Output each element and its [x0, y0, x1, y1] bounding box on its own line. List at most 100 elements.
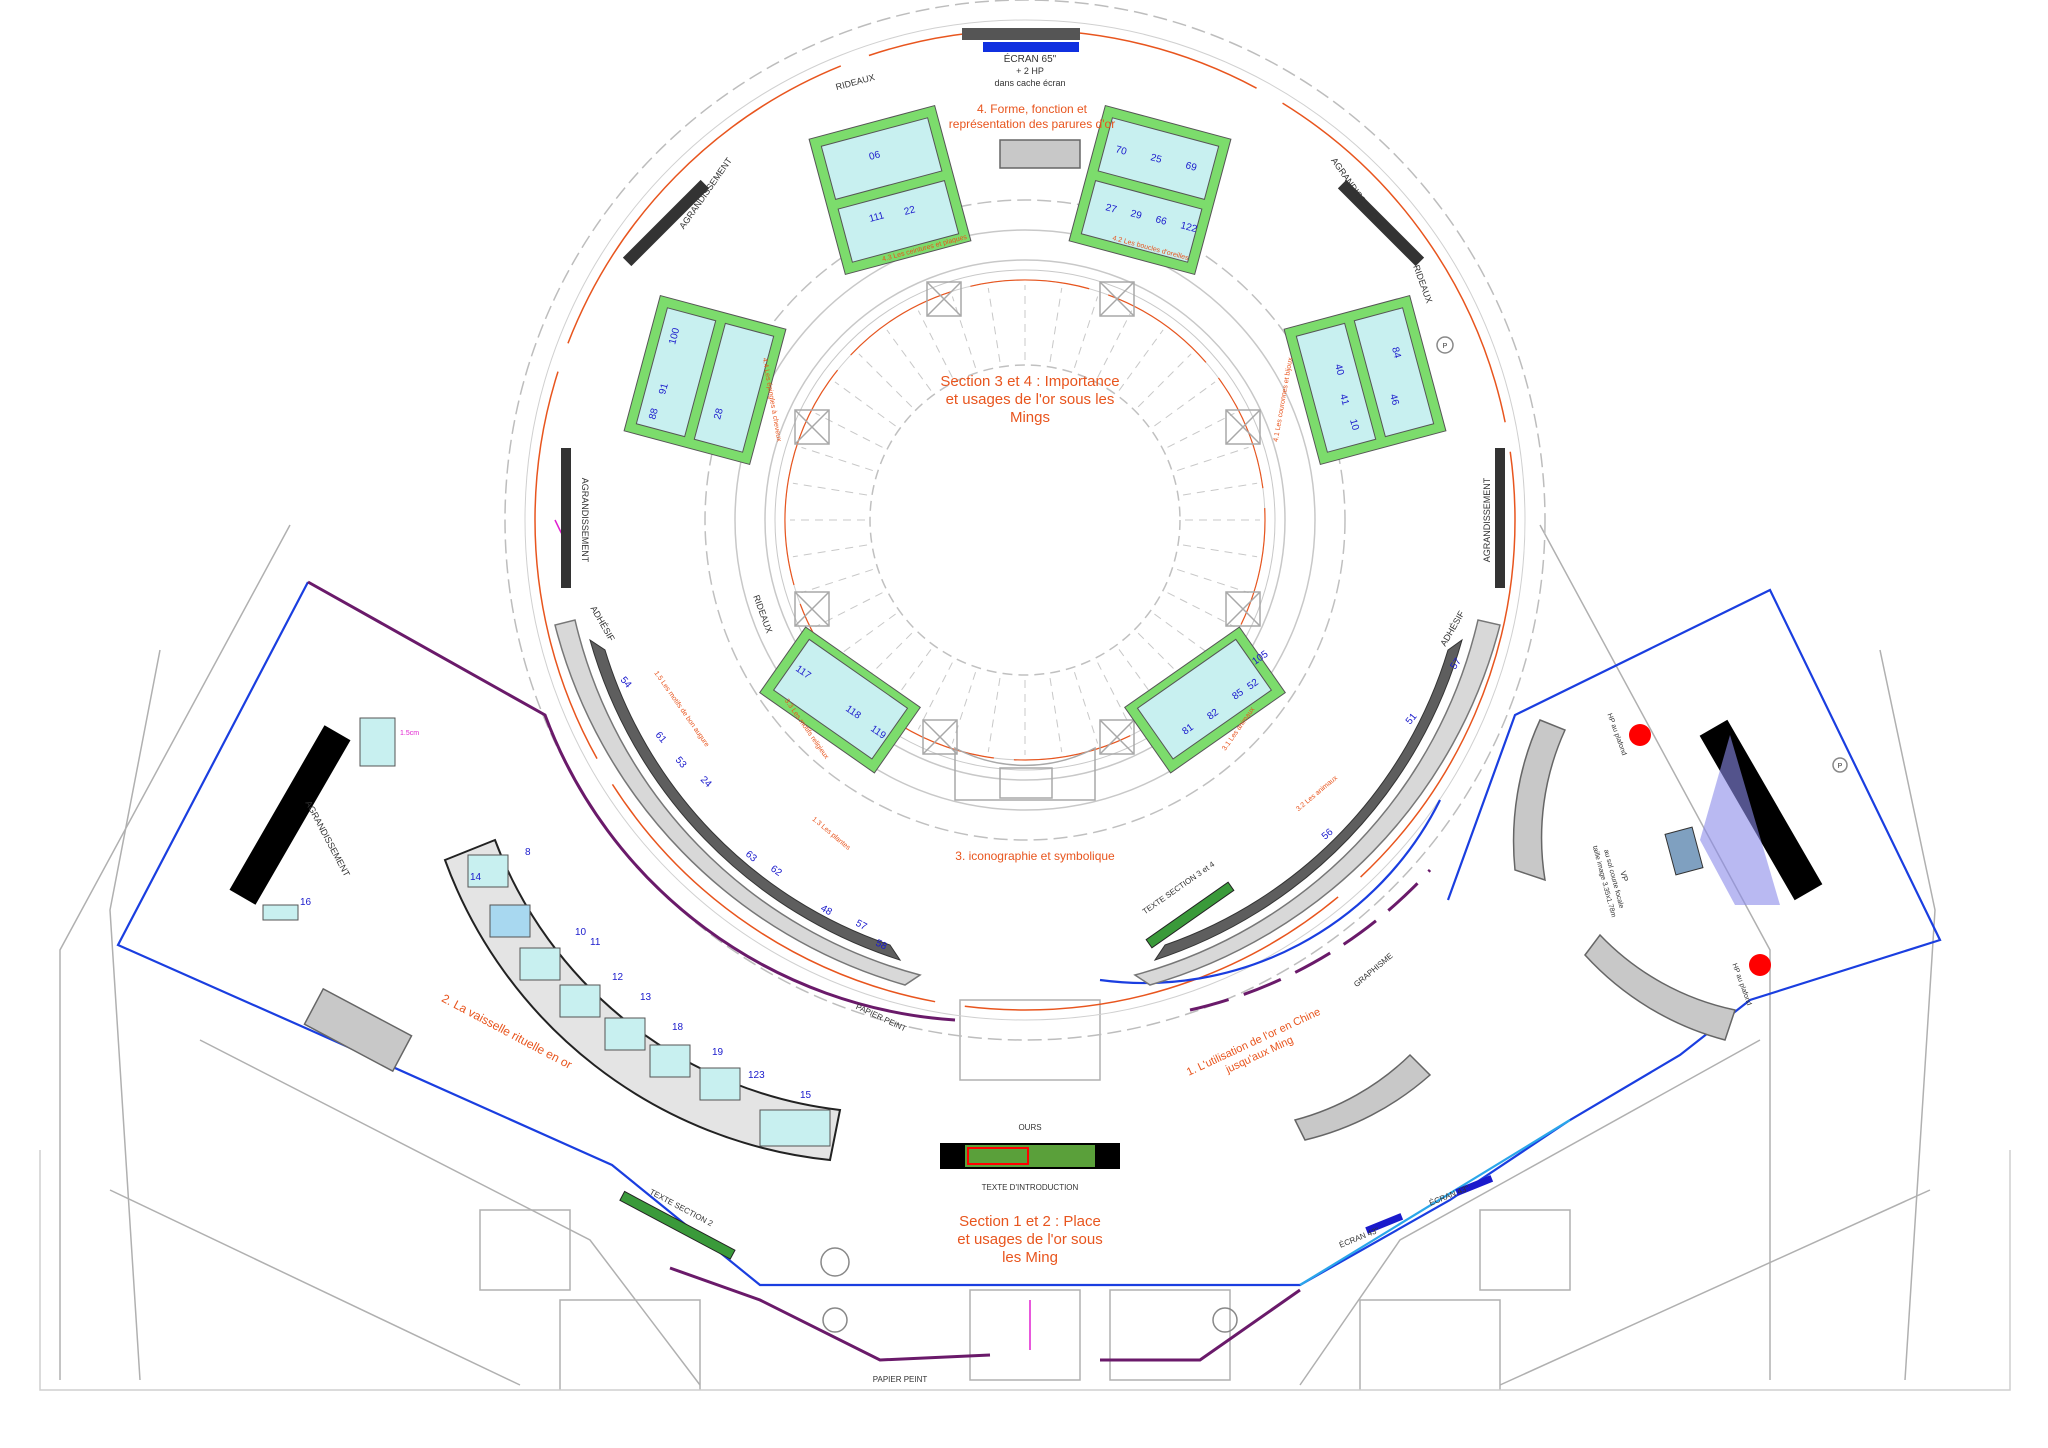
radial-line — [987, 287, 1001, 363]
svg-text:4.1 Les couronnes et bijoux: 4.1 Les couronnes et bijoux — [1273, 356, 1295, 442]
radial-line — [886, 329, 932, 391]
svg-text:VP: VP — [1618, 870, 1629, 883]
svg-text:22: 22 — [903, 204, 917, 218]
radial-line — [1097, 662, 1133, 730]
radial-line — [917, 310, 953, 378]
svg-text:41: 41 — [1337, 393, 1351, 407]
radial-line — [1118, 329, 1164, 391]
svg-text:RIDEAUX: RIDEAUX — [835, 72, 876, 92]
svg-text:28: 28 — [712, 407, 726, 421]
svg-text:48: 48 — [819, 903, 835, 918]
svg-text:11: 11 — [590, 937, 601, 948]
radial-line — [917, 662, 953, 730]
pillars — [794, 281, 1261, 801]
svg-text:HP au plafond: HP au plafond — [1731, 962, 1753, 1006]
wall-vitrine-left — [554, 619, 922, 986]
svg-text:RIDEAUX: RIDEAUX — [1411, 263, 1434, 304]
svg-text:53: 53 — [673, 755, 689, 771]
radial-line — [801, 568, 873, 594]
radial-line — [1073, 672, 1099, 744]
p-marker: P — [1838, 763, 1843, 770]
svg-text:19: 19 — [712, 1047, 724, 1058]
wall-labels: RIDEAUX RIDEAUX RIDEAUX AGRANDISSEMENT A… — [303, 72, 1752, 1384]
radial-line — [1167, 592, 1235, 628]
speakers — [1629, 724, 1771, 976]
svg-text:123: 123 — [748, 1070, 765, 1081]
svg-text:PAPIER PEINT: PAPIER PEINT — [854, 1002, 907, 1033]
radial-line — [1177, 446, 1249, 472]
svg-text:dans cache écran: dans cache écran — [994, 78, 1065, 88]
svg-text:12: 12 — [612, 972, 624, 983]
svg-text:Mings: Mings — [1010, 409, 1050, 426]
vitrine-section-2 — [443, 838, 842, 1162]
svg-text:122: 122 — [1179, 220, 1198, 235]
svg-text:ÉCRAN 65": ÉCRAN 65" — [1004, 52, 1057, 65]
case-4-1 — [1283, 294, 1447, 466]
svg-text:Section 3 et 4 : Importance: Section 3 et 4 : Importance — [940, 373, 1119, 390]
svg-text:84: 84 — [1389, 346, 1403, 360]
radial-line — [1049, 677, 1063, 753]
svg-text:63: 63 — [743, 849, 759, 865]
svg-text:54: 54 — [618, 675, 634, 691]
svg-text:HP au plafond: HP au plafond — [1606, 712, 1628, 756]
svg-text:et usages de l'or sous: et usages de l'or sous — [957, 1231, 1102, 1248]
svg-text:70: 70 — [1114, 144, 1128, 158]
radial-line — [1182, 544, 1258, 558]
p-marker: P — [1443, 343, 1448, 350]
svg-text:Section 1 et 2 : Place: Section 1 et 2 : Place — [959, 1213, 1101, 1230]
radial-line — [951, 672, 977, 744]
svg-text:TEXTE D'INTRODUCTION: TEXTE D'INTRODUCTION — [982, 1183, 1079, 1192]
svg-text:06: 06 — [868, 149, 882, 163]
svg-text:15: 15 — [800, 1090, 812, 1101]
svg-text:18: 18 — [672, 1022, 684, 1033]
radial-line — [1137, 353, 1192, 408]
svg-text:58: 58 — [874, 938, 889, 953]
svg-text:représentation des parures d'o: représentation des parures d'or — [949, 117, 1115, 131]
radial-line — [834, 381, 896, 427]
radial-line — [792, 544, 868, 558]
vp-label: VP au sol courte focale taille image 3.3… — [1591, 845, 1630, 918]
svg-text:les Ming: les Ming — [1002, 1249, 1058, 1266]
svg-text:OURS: OURS — [1018, 1123, 1041, 1132]
svg-text:AGRANDISSEMENT: AGRANDISSEMENT — [303, 799, 352, 879]
case-3-3 — [759, 626, 921, 774]
svg-text:AGRANDISSEMENT: AGRANDISSEMENT — [1482, 477, 1492, 562]
text-panels — [262, 717, 1494, 1260]
svg-text:51: 51 — [1404, 711, 1420, 727]
inner-radial-lines — [790, 285, 1260, 755]
case-3-1 — [1124, 626, 1286, 774]
dome-walls — [504, 0, 1546, 1041]
radial-line — [1182, 482, 1258, 496]
section-4-title: 4. Forme, fonction et représentation des… — [949, 102, 1115, 131]
svg-text:66: 66 — [1154, 214, 1168, 228]
svg-text:40: 40 — [1332, 363, 1346, 377]
svg-text:ADHÉSIF: ADHÉSIF — [1438, 609, 1466, 648]
svg-text:100: 100 — [667, 326, 682, 345]
svg-text:88: 88 — [647, 407, 661, 421]
misc-circles — [820, 336, 1848, 1333]
case-4-3 — [808, 104, 972, 276]
radial-line — [858, 353, 913, 408]
radial-line — [1154, 381, 1216, 427]
svg-text:et usages de l'or sous les: et usages de l'or sous les — [946, 391, 1115, 408]
svg-text:25: 25 — [1149, 152, 1163, 166]
benches — [303, 139, 1736, 1141]
svg-text:62: 62 — [768, 863, 784, 879]
svg-text:ADHÉSIF: ADHÉSIF — [589, 604, 617, 643]
svg-text:27: 27 — [1104, 202, 1118, 216]
svg-text:8: 8 — [525, 847, 531, 858]
svg-text:1. L'utilisation de l'or en Ch: 1. L'utilisation de l'or en Chine — [1185, 1006, 1322, 1079]
radial-line — [792, 482, 868, 496]
wall-vitrine-right — [1133, 619, 1501, 986]
svg-text:3.2 Les animaux: 3.2 Les animaux — [1295, 774, 1339, 813]
section-3-title: 3. iconographie et symbolique — [955, 849, 1115, 863]
svg-text:57: 57 — [854, 918, 869, 933]
projection-zone — [1664, 735, 1780, 905]
radial-line — [815, 592, 883, 628]
svg-text:AGRANDISSEMENT: AGRANDISSEMENT — [1329, 156, 1386, 231]
case-numbers: 06 111 22 70 25 69 27 29 66 122 100 91 8… — [300, 144, 1464, 1101]
svg-text:+ 2 HP: + 2 HP — [1016, 66, 1044, 76]
radial-line — [1049, 287, 1063, 363]
case-4-4 — [623, 294, 787, 466]
